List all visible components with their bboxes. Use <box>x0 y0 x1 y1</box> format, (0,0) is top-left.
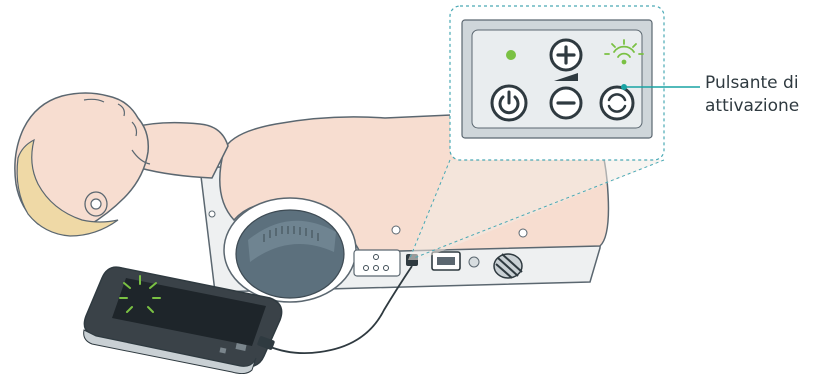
status-led <box>506 50 516 60</box>
chest-window <box>224 198 356 302</box>
control-panel-inset <box>450 6 664 160</box>
volume-up-button[interactable] <box>551 40 581 70</box>
callout-line-2: attivazione <box>705 95 799 118</box>
stud <box>209 211 215 217</box>
callout-line-1: Pulsante di <box>705 72 799 95</box>
air-valve <box>494 254 522 278</box>
volume-down-button[interactable] <box>551 88 581 118</box>
power-button[interactable] <box>492 86 526 120</box>
stud <box>392 226 400 234</box>
activation-button[interactable] <box>601 87 633 119</box>
manikin-ear <box>85 192 107 216</box>
activation-button-label: Pulsante di attivazione <box>705 72 799 118</box>
side-connector-panel <box>354 250 400 276</box>
stud <box>519 229 527 237</box>
side-button <box>469 257 479 267</box>
compressor-inlet <box>432 252 460 270</box>
callout-anchor <box>621 84 627 90</box>
